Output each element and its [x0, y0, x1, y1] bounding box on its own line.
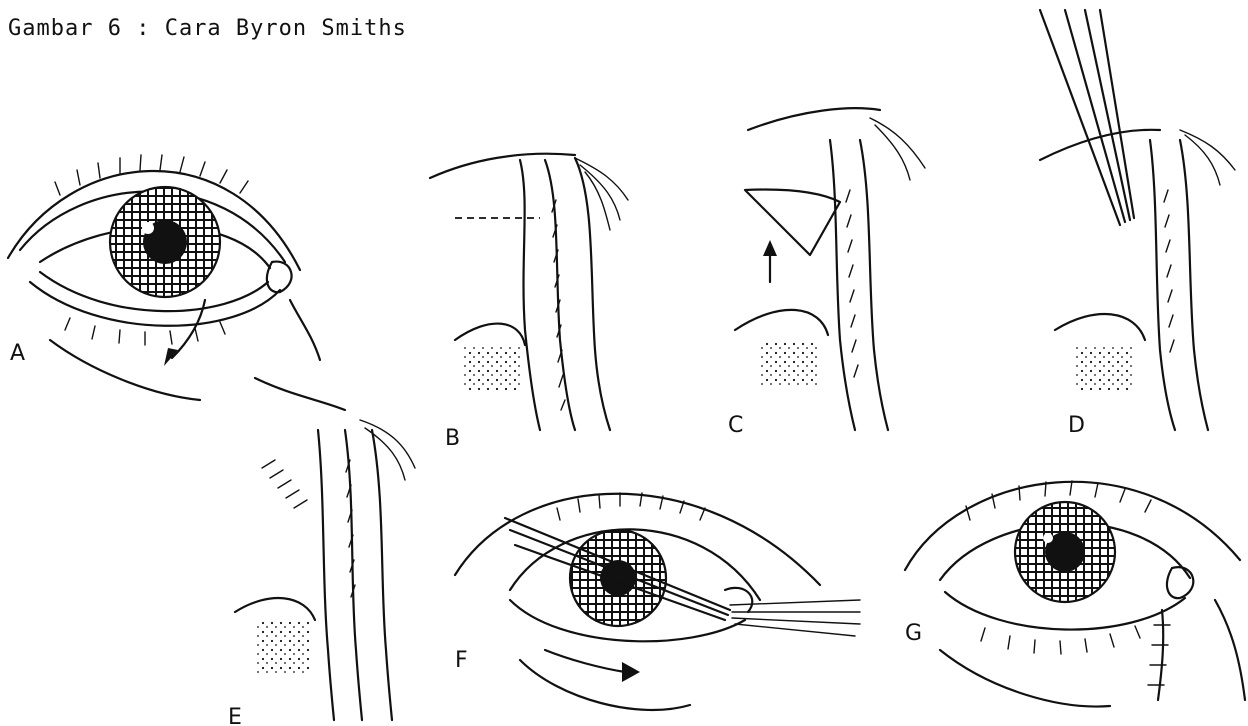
- panel-label-c: C: [728, 413, 743, 438]
- panel-g: G: [905, 481, 1245, 707]
- panel-d: D: [1040, 10, 1235, 438]
- panel-label-a: A: [10, 341, 25, 366]
- panel-label-b: B: [445, 426, 460, 451]
- panel-label-e: E: [228, 705, 242, 726]
- panel-b: B: [430, 154, 628, 451]
- panel-a: A: [8, 155, 320, 400]
- panel-label-d: D: [1068, 413, 1085, 438]
- panel-f: F: [455, 493, 860, 710]
- panel-c: C: [728, 108, 925, 438]
- panel-label-f: F: [455, 648, 468, 673]
- panel-e: E: [228, 378, 415, 726]
- panel-label-g: G: [905, 621, 922, 646]
